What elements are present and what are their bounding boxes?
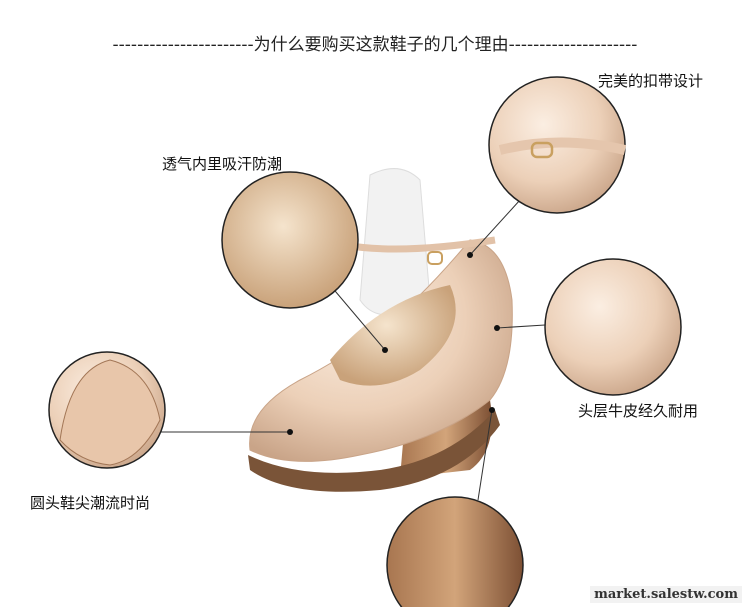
buckle-closeup — [530, 141, 554, 159]
detail-heel-circle — [544, 258, 682, 396]
header-title: -----------------------为什么要购买这款鞋子的几个理由--… — [0, 30, 750, 55]
watermark: market.salestw.com — [590, 586, 742, 603]
feature-label-buckle: 完美的扣带设计 — [598, 72, 704, 90]
shoe-lining — [330, 285, 456, 386]
feature-label-leather: 头层牛皮经久耐用 — [578, 402, 699, 420]
divider-right: --------------------- — [508, 35, 638, 55]
display-stand — [359, 168, 431, 316]
divider-left: ----------------------- — [112, 35, 254, 55]
buckle — [427, 251, 443, 265]
feature-label-lining: 透气内里吸汗防潮 — [162, 155, 283, 173]
shoe-sole — [248, 410, 500, 492]
shoe — [248, 168, 513, 492]
detail-lining-circle — [221, 171, 359, 309]
feature-label-toe: 圆头鞋尖潮流时尚 — [30, 494, 151, 512]
detail-wedge-circle — [386, 496, 524, 607]
leader-lines — [160, 199, 546, 501]
title-text: 为什么要购买这款鞋子的几个理由 — [253, 35, 509, 55]
leader-dots — [287, 252, 500, 435]
